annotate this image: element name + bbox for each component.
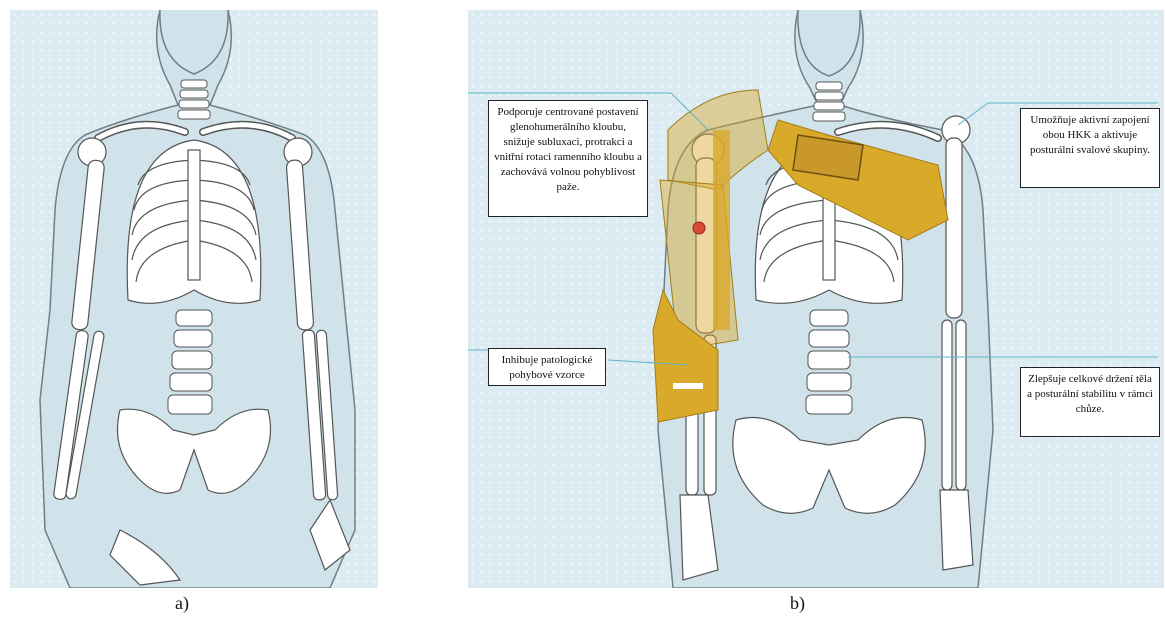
callout-arm: Inhibuje patologické pohybové vzorce	[488, 348, 606, 386]
caption-b: b)	[790, 593, 805, 614]
red-marker	[693, 222, 705, 234]
callout-right-shoulder: Umožňuje aktivní zapojení obou HKK a akt…	[1020, 108, 1160, 188]
lumbar-spine	[806, 310, 852, 414]
skeleton-a-illustration	[10, 10, 378, 588]
callout-shoulder: Podporuje centrované postavení glenohume…	[488, 100, 648, 217]
skeleton-b-illustration	[468, 10, 1164, 588]
cervical-spine	[813, 82, 845, 121]
caption-a: a)	[175, 593, 189, 614]
skeleton-panel-a	[10, 10, 378, 588]
orthosis-vertical-strap	[713, 130, 730, 330]
cervical-spine	[178, 80, 210, 119]
skeleton-panel-b: Podporuje centrované postavení glenohume…	[468, 10, 1164, 588]
callout-spine: Zlepšuje celkové držení těla a posturáln…	[1020, 367, 1160, 437]
